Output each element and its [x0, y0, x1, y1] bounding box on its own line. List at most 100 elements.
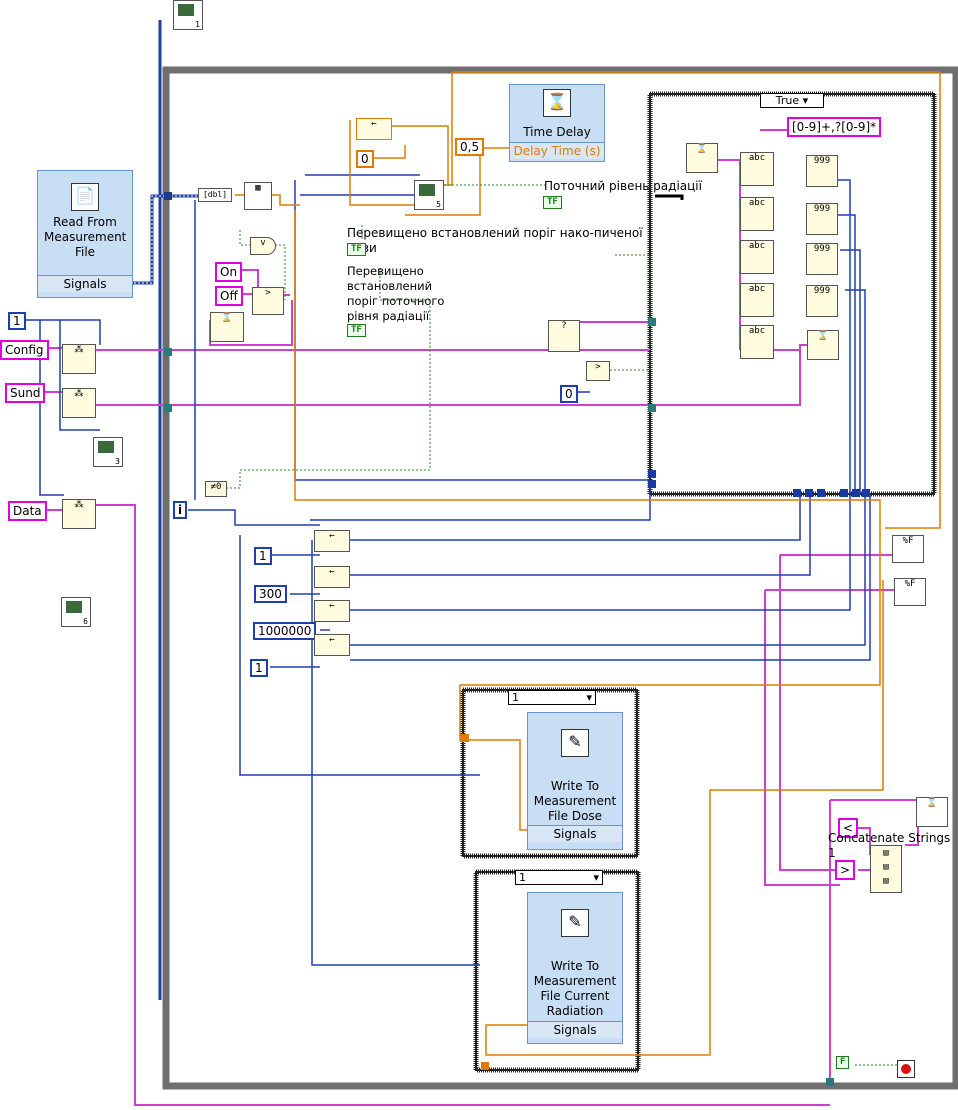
frac-exp-string-icon[interactable]: 999 [806, 155, 838, 187]
write-file-icon: ✎ [561, 729, 589, 757]
write-dose-title: Write To Measurement File Dose [533, 779, 617, 823]
zero-compare-constant[interactable]: 0 [560, 385, 578, 403]
scan-string-icon[interactable]: abc [740, 152, 774, 186]
read-from-measurement-file-express-vi[interactable]: 📄 Read From Measurement File Signals [37, 170, 133, 298]
zero-shift-constant[interactable]: 0 [356, 150, 374, 168]
shift-register-icon[interactable]: ← [356, 118, 392, 140]
off-constant[interactable]: Off [215, 286, 243, 306]
wait-ms-icon[interactable]: ⌛ [686, 143, 718, 173]
write-file-icon: ✎ [561, 909, 589, 937]
constant-1[interactable]: 1 [254, 547, 272, 565]
scan-string-icon[interactable]: abc [740, 283, 774, 317]
probe-3-icon[interactable]: 3 [93, 437, 123, 467]
greater-than-constant[interactable]: > [835, 860, 856, 880]
case-tunnel [840, 489, 848, 497]
case-tunnel [648, 470, 656, 478]
current-level-indicator[interactable]: TF [543, 196, 562, 209]
case-tunnel [481, 1062, 489, 1070]
wait-ms-icon[interactable]: ⌛ [916, 797, 948, 827]
case-selector-value: 1 [512, 691, 519, 704]
match-pattern-icon[interactable]: ⁂ [62, 344, 96, 374]
read-file-title: Read From Measurement File [44, 215, 127, 259]
write-measurement-file-current-express-vi[interactable]: ✎ Write To Measurement File Current Radi… [527, 892, 623, 1044]
sund-constant[interactable]: Sund [5, 383, 46, 403]
or-function-icon[interactable]: v [250, 237, 276, 255]
on-constant[interactable]: On [215, 262, 243, 282]
current-level-label: Поточний рівень радіації [544, 179, 702, 193]
delay-time-terminal[interactable]: Delay Time (s) [510, 142, 604, 159]
loop-tunnel [164, 192, 172, 200]
stop-constant[interactable]: F [836, 1056, 850, 1069]
match-pattern-icon[interactable]: ⁂ [62, 499, 96, 529]
not-equal-zero-icon[interactable]: ≠0 [205, 481, 227, 497]
write-current-title: Write To Measurement File Current Radiat… [533, 959, 617, 1018]
probe-5-icon[interactable]: 5 [414, 180, 444, 210]
frac-exp-string-icon[interactable]: 999 [806, 285, 838, 317]
write-dose-signals-terminal[interactable]: Signals [528, 825, 622, 842]
greater-than-icon[interactable]: > [586, 361, 610, 381]
case-tunnel [862, 489, 870, 497]
loop-tunnel [826, 1078, 834, 1086]
read-file-icon: 📄 [71, 183, 99, 211]
case-tunnel [648, 480, 656, 488]
string-to-number-icon[interactable]: ⌛ [807, 330, 839, 360]
case-tunnel [805, 489, 813, 497]
current-threshold-indicator[interactable]: TF [347, 324, 366, 337]
constant-300[interactable]: 300 [254, 585, 287, 603]
stop-terminal-icon[interactable] [897, 1060, 915, 1078]
loop-tunnel [164, 404, 172, 412]
less-than-constant[interactable]: < [838, 818, 859, 838]
format-into-string-icon[interactable]: %F [892, 535, 924, 563]
frac-exp-string-icon[interactable]: 999 [806, 243, 838, 275]
write-current-signals-terminal[interactable]: Signals [528, 1021, 622, 1038]
case-tunnel [648, 318, 656, 326]
constant-1000000[interactable]: 1000000 [253, 622, 317, 640]
time-delay-express-vi[interactable]: ⌛ Time Delay Delay Time (s) [509, 84, 605, 162]
shift-register-icon[interactable]: ← [314, 600, 350, 622]
write-measurement-file-dose-express-vi[interactable]: ✎ Write To Measurement File Dose Signals [527, 712, 623, 850]
dynamic-conversion-icon[interactable]: [dbl] [198, 188, 232, 202]
case-tunnel [793, 489, 801, 497]
dose-threshold-indicator[interactable]: TF [347, 243, 366, 256]
config-constant[interactable]: Config [0, 340, 49, 360]
read-file-signals-terminal[interactable]: Signals [38, 275, 132, 292]
current-threshold-label: Перевищено встановлений поріг поточного … [347, 264, 445, 323]
case-selector-main[interactable]: True ▾ [760, 93, 824, 108]
match-pattern-icon[interactable]: ⁂ [62, 388, 96, 418]
delay-value-constant[interactable]: 0,5 [455, 138, 485, 156]
hourglass-icon: ⌛ [543, 89, 571, 117]
loop-tunnel [164, 348, 172, 356]
string-to-number-icon[interactable]: ⌛ [210, 312, 244, 342]
shift-register-icon[interactable]: ← [314, 530, 350, 552]
case-tunnel [648, 404, 656, 412]
constant-one-top[interactable]: 1 [8, 312, 26, 330]
frac-exp-string-icon[interactable]: 999 [806, 203, 838, 235]
case-selector-dose[interactable]: 1 ▾ [508, 690, 596, 705]
probe-number: 3 [115, 457, 120, 466]
format-into-string-icon[interactable]: %F [894, 578, 926, 606]
probe-6-icon[interactable]: 6 [61, 597, 91, 627]
case-selector-value: 1 [519, 871, 526, 884]
shift-register-icon[interactable]: ← [314, 634, 350, 656]
case-selector-current[interactable]: 1 ▾ [515, 870, 603, 885]
probe-number: 6 [83, 617, 88, 626]
case-selector-value: True [775, 94, 800, 107]
probe-number: 1 [195, 20, 200, 29]
concatenate-strings-icon[interactable]: ▤▤▤ [870, 845, 902, 893]
data-constant[interactable]: Data [8, 501, 47, 521]
case-tunnel [817, 489, 825, 497]
concatenate-label: Concatenate Strings 1 [828, 831, 951, 860]
case-tunnel [852, 489, 860, 497]
iteration-terminal: i [173, 501, 188, 519]
shift-register-icon[interactable]: ← [314, 566, 350, 588]
case-question-icon[interactable]: ? [548, 320, 580, 352]
scan-string-icon[interactable]: abc [740, 325, 774, 359]
select-function-icon[interactable]: > [252, 287, 284, 315]
scan-string-icon[interactable]: abc [740, 197, 774, 231]
regex-constant[interactable]: [0-9]+,?[0-9]* [787, 117, 882, 137]
scan-string-icon[interactable]: abc [740, 240, 774, 274]
dose-threshold-label: Перевищено встановлений поріг нако-пичен… [347, 226, 643, 255]
array-index-icon[interactable]: ▦ [244, 182, 272, 210]
constant-1b[interactable]: 1 [250, 659, 268, 677]
probe-1-icon[interactable]: 1 [173, 0, 203, 30]
